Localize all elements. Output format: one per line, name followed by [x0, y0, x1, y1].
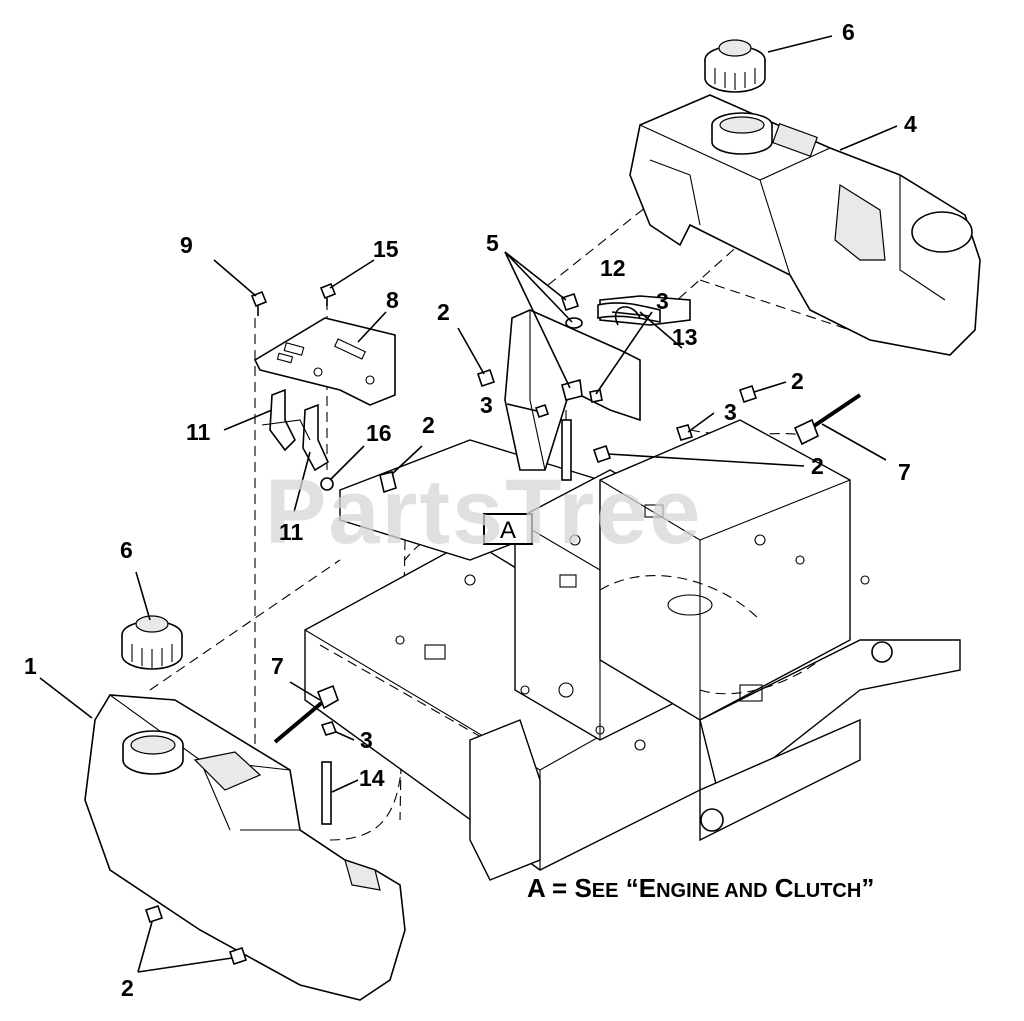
- callout-9: 9: [180, 232, 193, 258]
- callout-8: 8: [386, 287, 399, 313]
- callout-labels: 6 4 5 12 3 13 2 3 2 3 2 7 9 15 8 11 16 2…: [24, 19, 917, 1001]
- callout-3-b: 3: [480, 392, 493, 418]
- note-prefix: A = S: [527, 873, 592, 903]
- vent-tube: [321, 761, 332, 825]
- callout-12: 12: [600, 255, 626, 281]
- callout-3-d: 3: [360, 727, 373, 753]
- callout-2-e: 2: [121, 975, 134, 1001]
- note-quote-close: ”: [861, 873, 874, 903]
- fasteners: [144, 282, 758, 966]
- fuel-cap-top: [704, 39, 766, 93]
- note-word-see-small: EE: [592, 880, 619, 902]
- callout-7-left: 7: [271, 653, 284, 679]
- callout-13: 13: [672, 324, 698, 350]
- chassis-frame: [304, 419, 961, 881]
- fuel-sender-left: [273, 684, 339, 744]
- fuel-tank-right: [629, 94, 981, 356]
- note-word-engine-small: NGINE AND: [656, 880, 767, 902]
- watermark-text: PartsTree: [265, 461, 702, 563]
- callout-4: 4: [904, 111, 917, 137]
- callout-7-right: 7: [898, 459, 911, 485]
- callout-2-b: 2: [791, 368, 804, 394]
- callout-3-a: 3: [656, 288, 669, 314]
- note-word-clutch-small: LUTCH: [794, 880, 862, 902]
- callout-16: 16: [366, 420, 392, 446]
- fuel-tank-left: [84, 694, 406, 1001]
- control-plate: [253, 317, 396, 406]
- callout-1: 1: [24, 653, 37, 679]
- reference-box-a: A: [483, 513, 533, 545]
- callout-11-b: 11: [279, 519, 304, 545]
- note-quote-open: “E: [618, 873, 656, 903]
- note-word-clutch-cap: C: [768, 873, 794, 903]
- callout-15: 15: [373, 236, 399, 262]
- callout-3-c: 3: [724, 399, 737, 425]
- callout-14: 14: [359, 765, 385, 791]
- callout-11-a: 11: [186, 419, 211, 445]
- leader-lines: [39, 35, 898, 973]
- fuel-cap-left: [121, 615, 183, 670]
- fuel-sender-right: [793, 393, 862, 446]
- reference-note: A = SEE “ENGINE AND CLUTCH”: [527, 873, 874, 903]
- reference-box-label: A: [500, 517, 516, 544]
- callout-6-top: 6: [842, 19, 855, 45]
- callout-5: 5: [486, 230, 499, 256]
- callout-6-left: 6: [120, 537, 133, 563]
- callout-2-a: 2: [437, 299, 450, 325]
- callout-2-d: 2: [422, 412, 435, 438]
- fuel-line-clip: [615, 306, 641, 326]
- callout-2-c: 2: [811, 453, 824, 479]
